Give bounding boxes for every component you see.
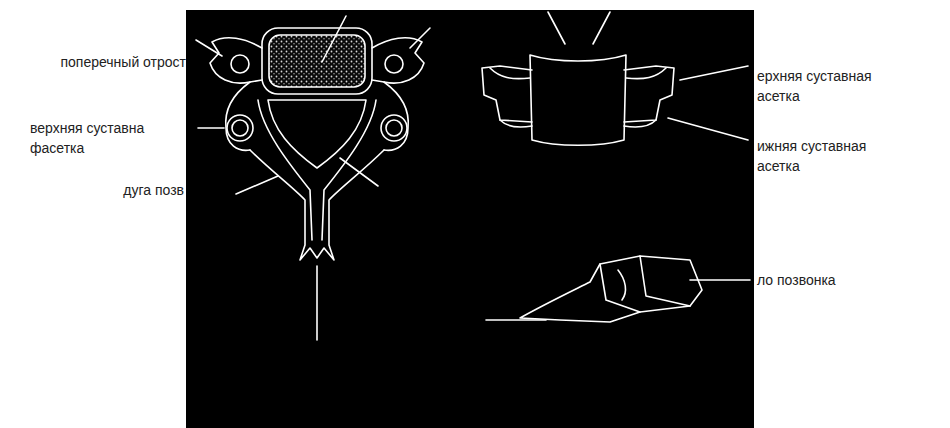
part-label: ло позвонка <box>757 270 836 290</box>
part-label: ерхняя суставная асетка <box>757 66 907 106</box>
part-label: дуга позв <box>123 180 184 200</box>
part-label: верхняя суставна фасетка <box>30 118 170 158</box>
part-label: поперечный отрост <box>60 52 186 72</box>
part-label: ижняя суставная асетка <box>757 136 907 176</box>
